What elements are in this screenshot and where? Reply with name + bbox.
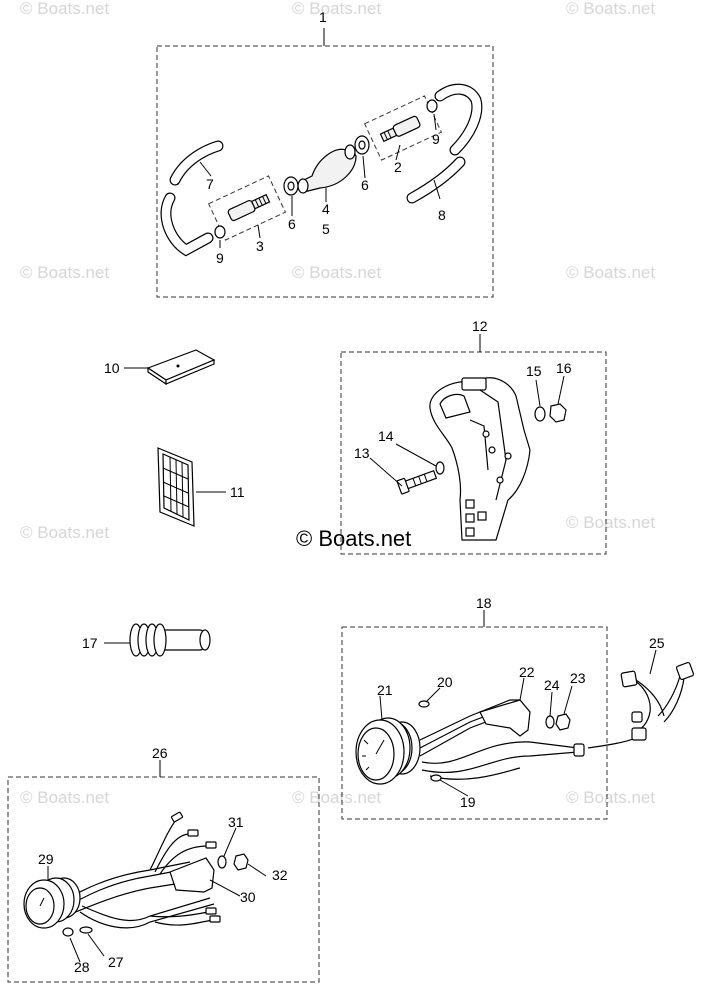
watermark: © Boats.net	[566, 0, 655, 18]
bolt-13	[396, 469, 438, 495]
watermark: © Boats.net	[566, 513, 655, 532]
callout-22: 22	[519, 664, 535, 680]
nut-32	[233, 853, 249, 871]
harness-25	[587, 661, 695, 749]
callout-26: 26	[152, 745, 168, 761]
watermark: © Boats.net	[566, 263, 655, 282]
fuel-line-assembly: 1 2 3 4 5 6 6 7 8 9 9	[160, 9, 483, 266]
callout-15: 15	[526, 363, 542, 379]
washer-31	[217, 855, 227, 869]
connector-3-box	[207, 175, 287, 241]
bracket-assembly: 12 13 14 15 16	[354, 318, 572, 541]
callout-3: 3	[256, 238, 264, 254]
washer-15	[534, 406, 546, 422]
washer-9-right	[426, 99, 438, 113]
watermark: © Boats.net	[20, 263, 109, 282]
callout-4: 4	[322, 201, 330, 217]
bulb-27	[79, 926, 93, 934]
callout-30: 30	[240, 889, 256, 905]
fitting-17	[129, 623, 211, 657]
callout-32: 32	[272, 867, 288, 883]
loose-parts: 10 11 17	[82, 349, 245, 657]
washer-24	[545, 715, 555, 729]
callout-31: 31	[228, 814, 244, 830]
primer-bulb	[297, 144, 357, 194]
callout-10: 10	[104, 360, 120, 376]
callout-23: 23	[570, 670, 586, 686]
small-gauge-assembly: 26 27 28 29 30 31 32	[23, 745, 288, 975]
bulb-19	[430, 774, 442, 782]
group-box-26	[7, 776, 320, 983]
watermark: © Boats.net	[292, 263, 381, 282]
callout-21: 21	[377, 682, 393, 698]
grille-11	[157, 447, 195, 527]
group-box-1	[156, 45, 494, 298]
bulb-28	[62, 927, 74, 937]
nut-23	[555, 713, 571, 731]
callout-11: 11	[230, 484, 245, 500]
callout-29: 29	[38, 851, 54, 867]
watermark: © Boats.net	[292, 788, 381, 807]
plate-30	[169, 857, 215, 893]
watermarks: © Boats.net © Boats.net © Boats.net © Bo…	[20, 0, 655, 807]
callout-17: 17	[82, 635, 98, 651]
callout-12: 12	[472, 318, 488, 334]
bulb-20	[418, 700, 430, 708]
callout-7: 7	[206, 176, 214, 192]
callout-14: 14	[378, 428, 394, 444]
callout-5: 5	[322, 221, 330, 237]
group-box-12	[340, 351, 607, 555]
callout-2: 2	[394, 159, 402, 175]
callout-8: 8	[438, 207, 446, 223]
callout-9-left: 9	[216, 250, 224, 266]
watermark-center: © Boats.net	[296, 526, 411, 551]
callout-6-left: 6	[288, 216, 296, 232]
group-box-18	[341, 626, 608, 820]
watermark: © Boats.net	[292, 0, 381, 18]
callout-6-right: 6	[361, 177, 369, 193]
watermark: © Boats.net	[20, 788, 109, 807]
callout-24: 24	[544, 677, 560, 693]
callout-16: 16	[556, 360, 572, 376]
callout-13: 13	[354, 445, 370, 461]
washer-9-left	[214, 225, 226, 239]
callout-19: 19	[460, 794, 476, 810]
watermark: © Boats.net	[20, 0, 109, 18]
plate-22	[479, 699, 531, 737]
washer-14	[435, 461, 445, 475]
watermark: © Boats.net	[566, 788, 655, 807]
callout-20: 20	[437, 674, 453, 690]
callout-18: 18	[476, 595, 492, 611]
connector-2-box	[363, 95, 443, 161]
callout-9-right: 9	[432, 131, 440, 147]
watermark: © Boats.net	[20, 523, 109, 542]
gauge-assembly: 18 19 20 21 22 23 24 25	[355, 595, 695, 810]
callout-25: 25	[649, 635, 665, 651]
callout-1: 1	[319, 9, 327, 25]
nut-16	[549, 403, 567, 423]
callout-28: 28	[74, 959, 90, 975]
callout-27: 27	[108, 954, 124, 970]
